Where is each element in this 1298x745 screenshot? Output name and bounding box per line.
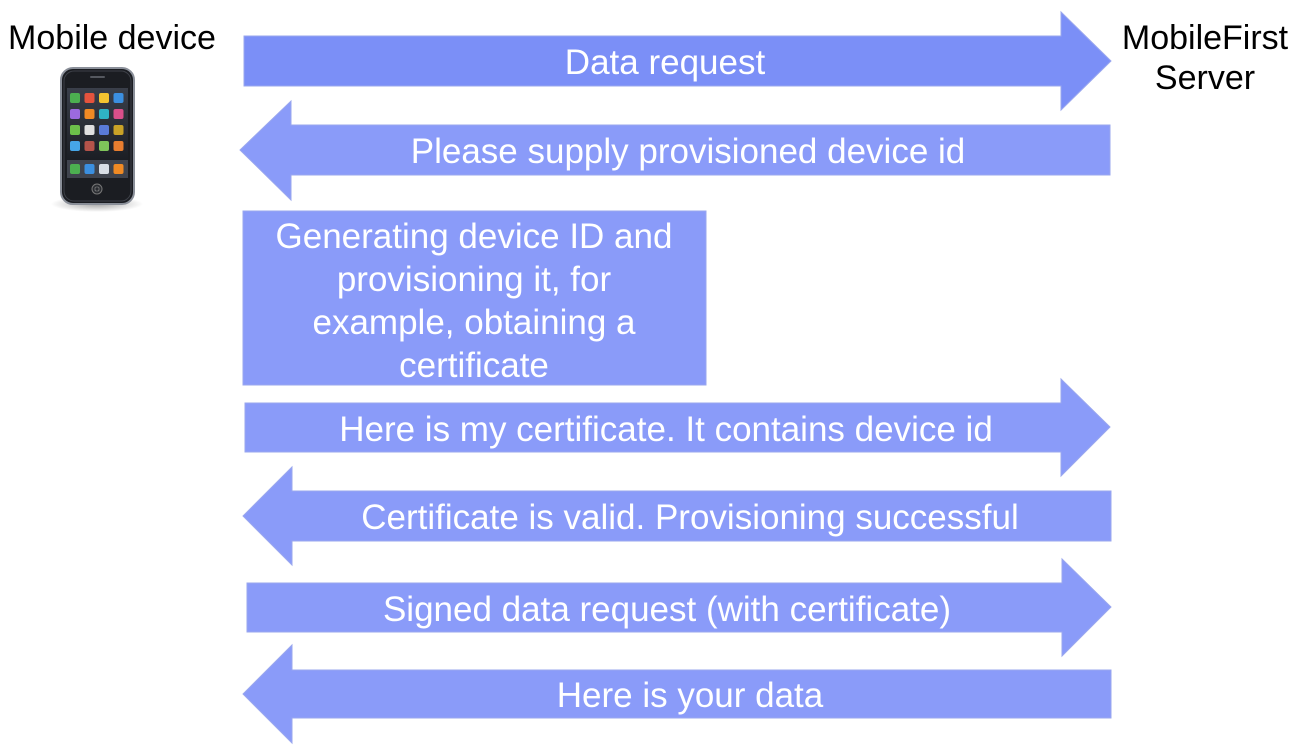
message-7-label: Here is your data — [557, 676, 824, 715]
note-line-2: provisioning it, for — [337, 260, 612, 299]
note-line-4: certificate — [399, 346, 549, 385]
message-7-arrow-to-client: Here is your data — [242, 643, 1112, 745]
message-6-arrow-to-server: Signed data request (with certificate) — [246, 557, 1112, 658]
message-4-label: Here is my certificate. It contains devi… — [339, 410, 993, 449]
server-label: MobileFirst Server — [1112, 18, 1298, 98]
message-5-arrow-to-client: Certificate is valid. Provisioning succe… — [242, 465, 1112, 567]
smartphone-icon — [51, 67, 143, 212]
mobile-device-label: Mobile device — [8, 19, 216, 57]
message-1-label: Data request — [565, 43, 766, 82]
message-4-arrow-to-server: Here is my certificate. It contains devi… — [244, 377, 1111, 478]
message-2-label: Please supply provisioned device id — [411, 132, 966, 171]
note-line-3: example, obtaining a — [313, 303, 637, 342]
message-2-arrow-to-client: Please supply provisioned device id — [239, 99, 1111, 202]
server-label-line2: Server — [1154, 59, 1256, 97]
provisioning-note-box: Generating device ID and provisioning it… — [242, 210, 707, 386]
note-line-1: Generating device ID and — [276, 217, 673, 256]
message-1-arrow-to-server: Data request — [243, 10, 1112, 112]
message-6-label: Signed data request (with certificate) — [383, 590, 951, 629]
message-5-label: Certificate is valid. Provisioning succe… — [361, 498, 1018, 537]
server-label-line1: MobileFirst — [1121, 19, 1289, 57]
